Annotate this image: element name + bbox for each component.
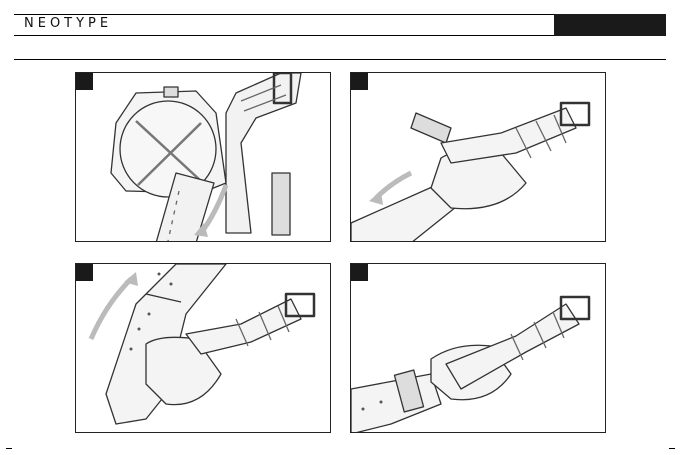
brand-logo: NEOTYPE bbox=[24, 16, 112, 31]
step-1-illustration bbox=[76, 73, 331, 242]
step-3-badge bbox=[76, 264, 93, 281]
step-4-badge bbox=[351, 264, 368, 281]
page-header: NEOTYPE bbox=[14, 14, 666, 36]
step-1-panel bbox=[75, 72, 331, 242]
step-3-panel bbox=[75, 263, 331, 433]
step-2-panel bbox=[350, 72, 606, 242]
step-3-illustration bbox=[76, 264, 331, 433]
header-rule bbox=[14, 59, 666, 60]
step-2-badge bbox=[351, 73, 368, 90]
footer-tick-right bbox=[669, 448, 675, 449]
step-4-illustration bbox=[351, 264, 606, 433]
step-4-panel bbox=[350, 263, 606, 433]
footer-tick-left bbox=[6, 448, 12, 449]
header-accent-bar bbox=[554, 14, 666, 36]
step-1-badge bbox=[76, 73, 93, 90]
step-2-illustration bbox=[351, 73, 606, 242]
